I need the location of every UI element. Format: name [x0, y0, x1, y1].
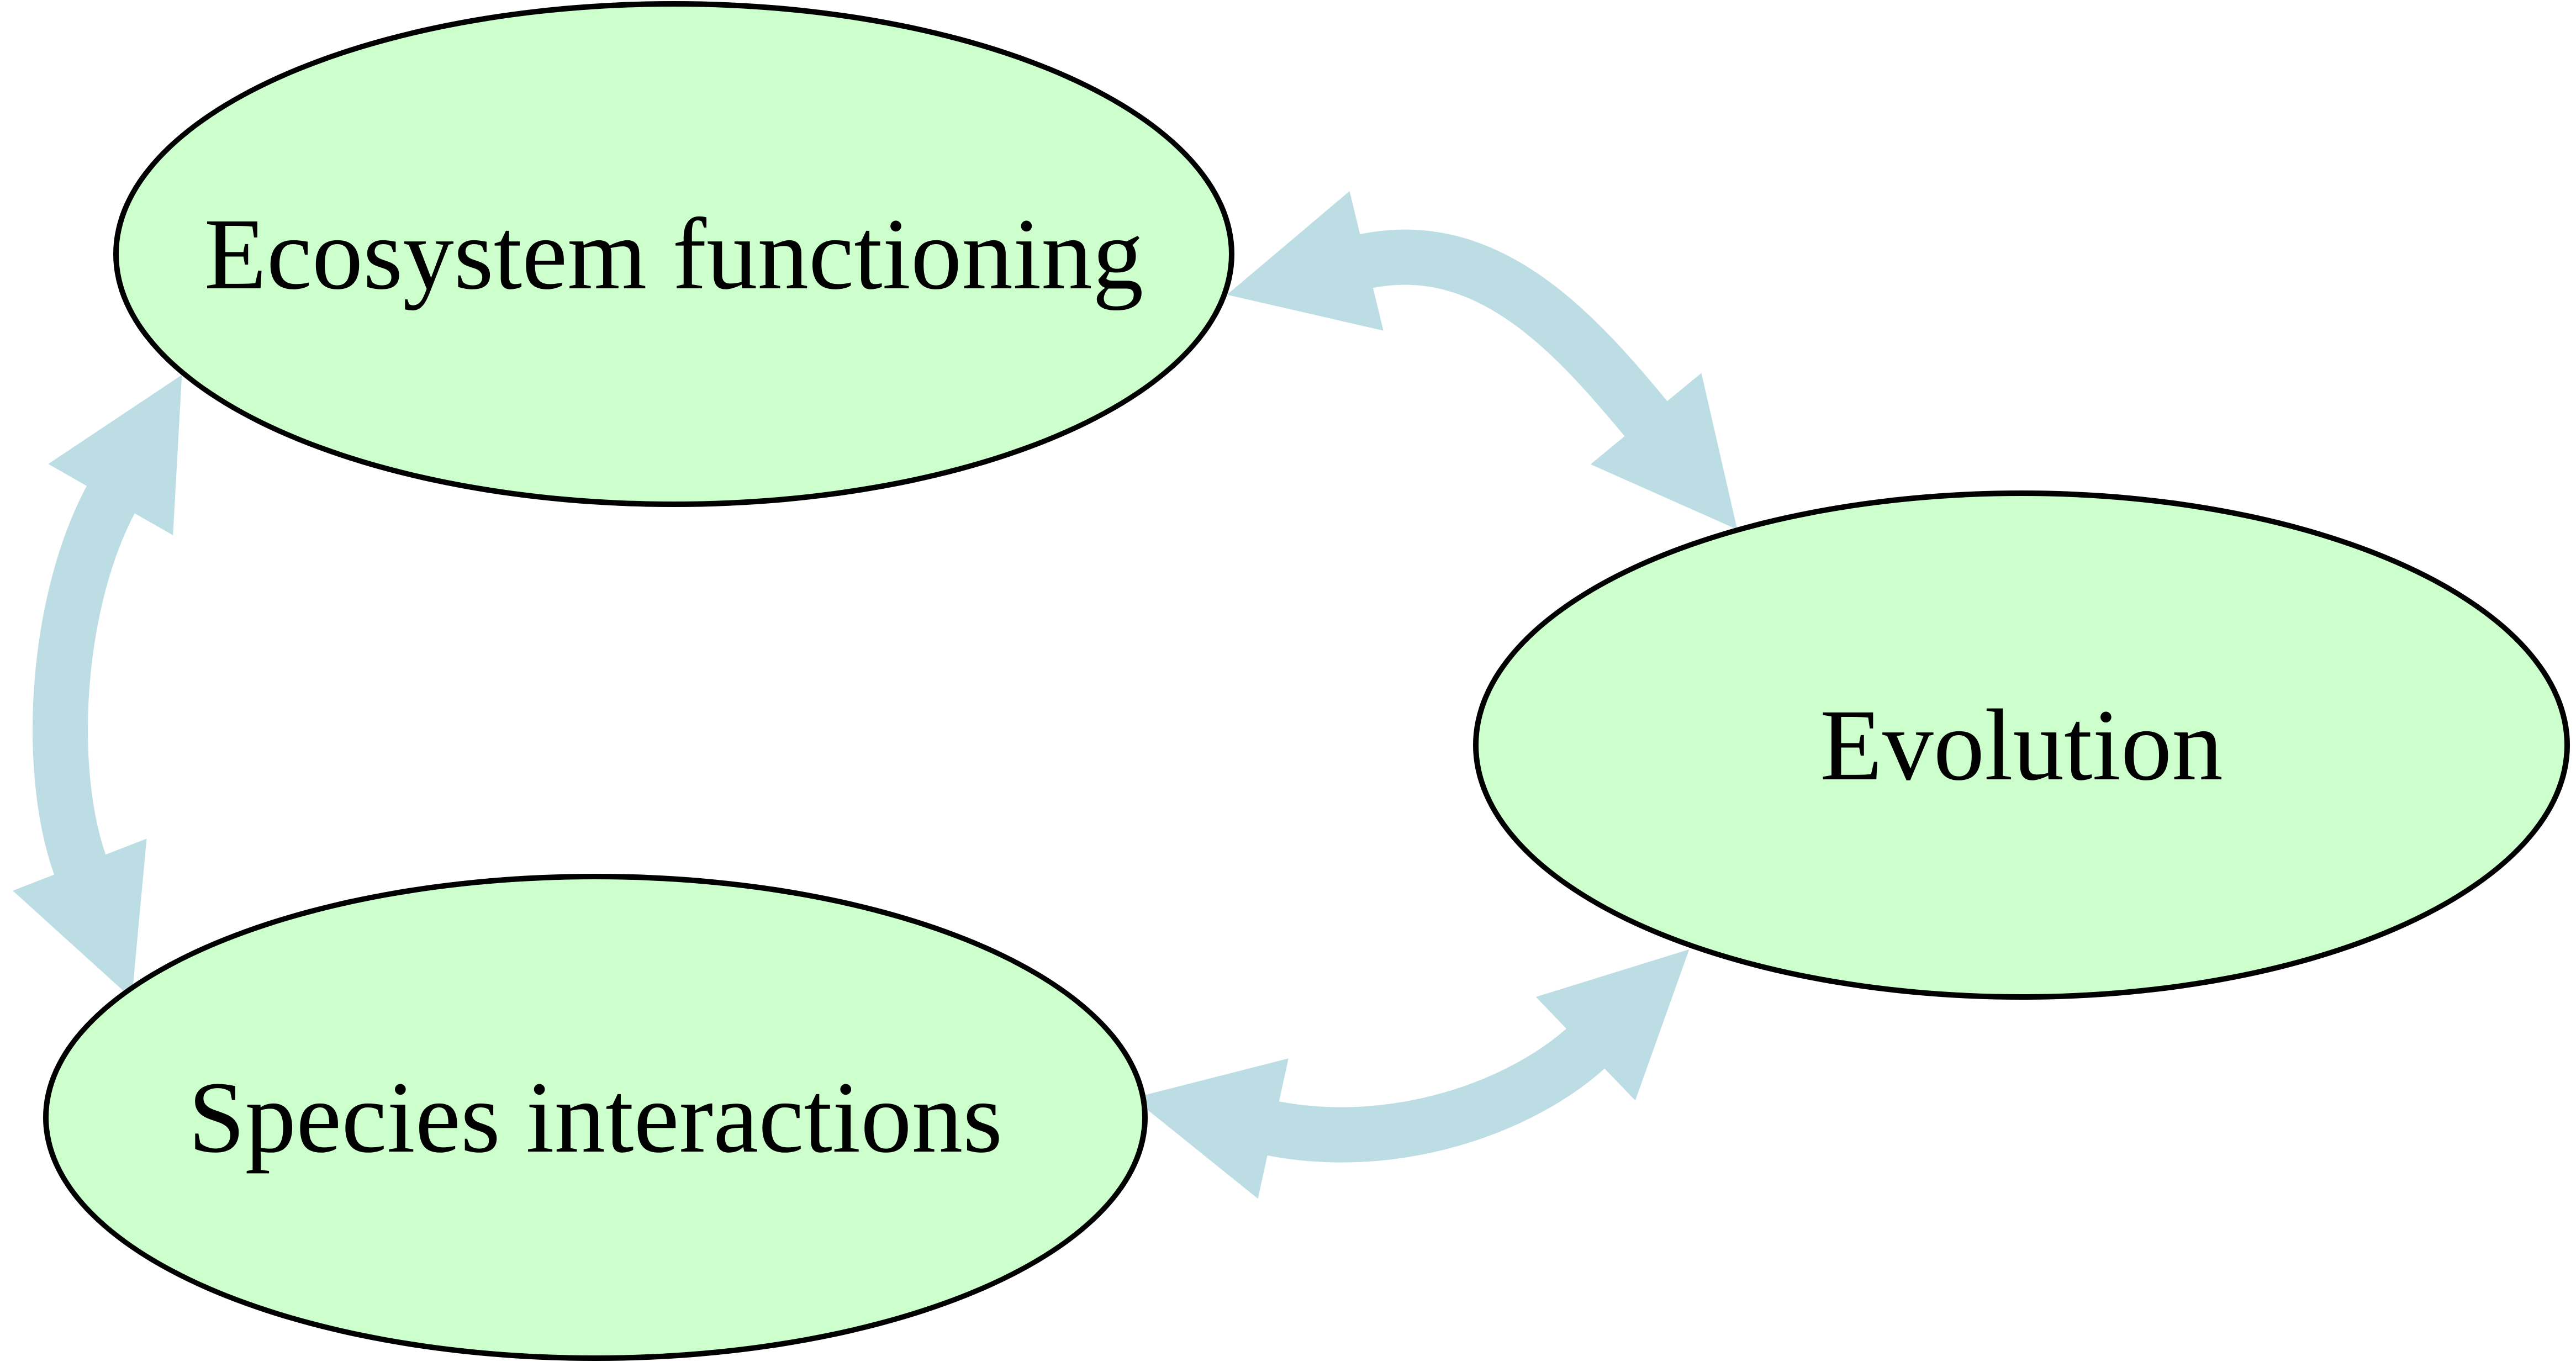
- arrow-ecosystem-species: [13, 374, 182, 999]
- node-label-evolution: Evolution: [1820, 688, 2223, 802]
- node-ecosystem-functioning: Ecosystem functioning: [113, 1, 1234, 507]
- arrow-ecosystem-evolution: [1227, 191, 1738, 530]
- node-label-species-interactions: Species interactions: [188, 1060, 1003, 1174]
- node-evolution: Evolution: [1473, 490, 2570, 1000]
- node-species-interactions: Species interactions: [43, 874, 1148, 1361]
- node-label-ecosystem-functioning: Ecosystem functioning: [204, 197, 1144, 311]
- arrow-species-evolution: [1133, 949, 1690, 1199]
